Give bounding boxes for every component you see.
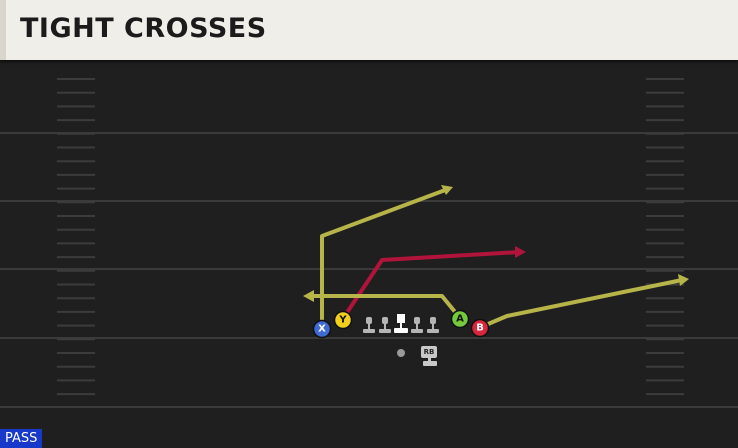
route-y-arrow [515,246,526,258]
routes [303,185,689,330]
player-b: B [470,318,490,338]
title-bar-accent [0,0,6,60]
hash-marks [57,78,684,396]
offensive-line [363,314,439,333]
quarterback-marker [397,349,405,357]
lineman-icon [363,317,375,333]
center-icon [394,314,408,333]
lineman-icon [379,317,391,333]
player-a-label: A [456,314,464,325]
route-a [309,294,462,320]
play-title: TIGHT CROSSES [20,13,267,44]
player-b-label: B [476,323,484,334]
yard-lines [0,132,738,408]
route-b [479,278,684,329]
running-back-label: RB [424,348,435,356]
play-diagram: RB X Y A B [0,78,738,408]
play-type-badge: PASS [0,429,43,448]
lineman-icon [427,317,439,333]
route-b-arrow [678,274,689,286]
route-a-arrow [303,290,314,302]
play-title-bar: TIGHT CROSSES [0,0,738,60]
player-a: A [450,309,470,329]
player-y-label: Y [338,315,347,326]
lineman-icon [411,317,423,333]
player-y: Y [333,310,353,330]
player-x: X [312,319,332,339]
route-y [340,250,522,322]
running-back-icon: RB [421,346,437,366]
player-x-label: X [318,324,326,335]
route-x-arrow [441,185,453,195]
